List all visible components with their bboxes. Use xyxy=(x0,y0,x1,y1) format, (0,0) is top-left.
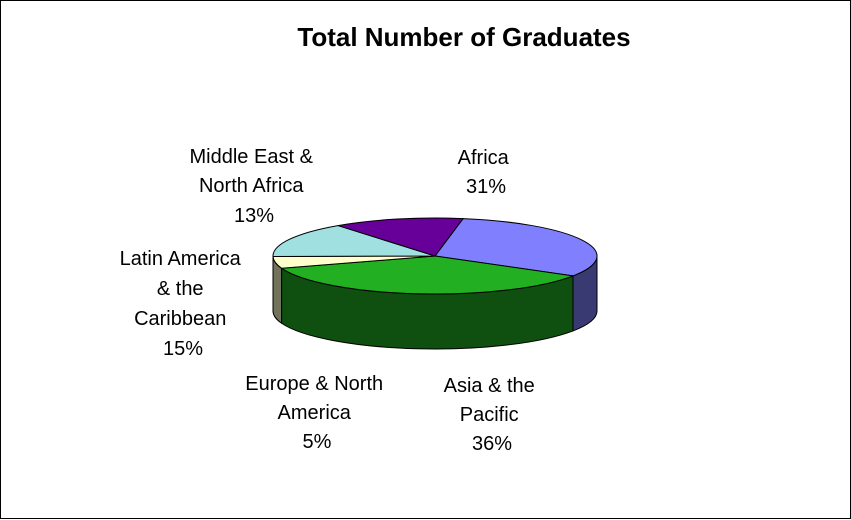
label-asia-pacific: Asia & the Pacific 36% xyxy=(444,375,541,455)
label-middle-east-line2: North Africa xyxy=(199,175,304,197)
label-latin-america-line1: Latin America xyxy=(120,248,242,270)
label-europe-north-america-line2: America xyxy=(278,402,352,424)
label-latin-america: Latin America & the Caribbean 15% xyxy=(120,248,247,360)
label-latin-america-line3: Caribbean xyxy=(134,308,226,330)
label-asia-pacific-line2: Pacific xyxy=(460,404,519,426)
label-europe-north-america: Europe & North America 5% xyxy=(245,373,388,453)
label-asia-pacific-line1: Asia & the xyxy=(444,375,535,397)
label-europe-north-america-line1: Europe & North xyxy=(245,373,383,395)
label-middle-east-value: 13% xyxy=(234,205,274,227)
label-africa-line1: Africa xyxy=(458,147,510,169)
label-latin-america-line2: & the xyxy=(157,278,204,300)
label-asia-pacific-value: 36% xyxy=(472,433,512,455)
label-africa-value: 31% xyxy=(466,176,506,198)
pie-tops xyxy=(273,218,597,294)
chart-title: Total Number of Graduates xyxy=(297,22,630,52)
label-middle-east-line1: Middle East & xyxy=(190,146,314,168)
label-africa: Africa 31% xyxy=(458,147,515,198)
label-europe-north-america-value: 5% xyxy=(303,431,332,453)
label-middle-east: Middle East & North Africa 13% xyxy=(190,146,319,227)
label-latin-america-value: 15% xyxy=(163,338,203,360)
